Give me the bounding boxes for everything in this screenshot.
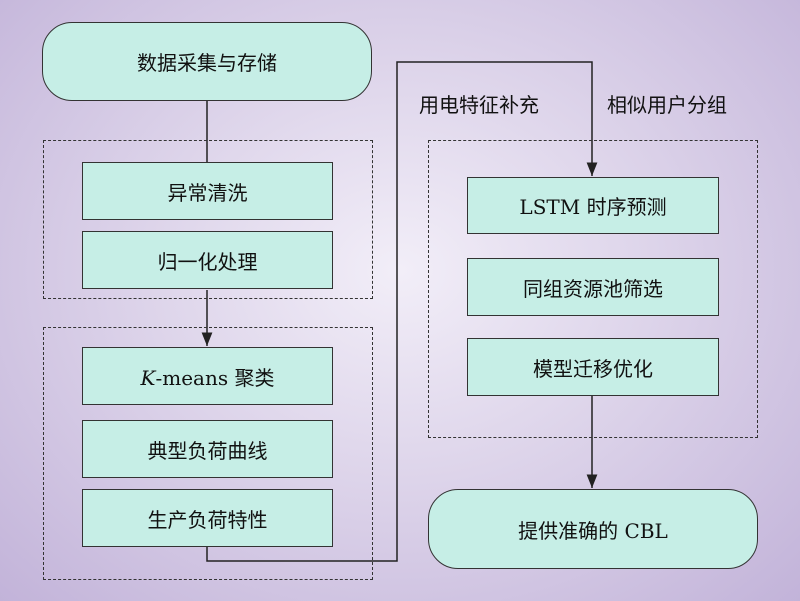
step-outlier-cleaning-label: 异常清洗	[167, 180, 248, 205]
step-kmeans-clustering: K-means 聚类	[82, 347, 333, 405]
end-node: 提供准确的 CBL	[428, 489, 758, 569]
transfer-group-box	[428, 140, 758, 438]
kmeans-rest: -means 聚类	[155, 365, 275, 390]
step-typical-load-curve: 典型负荷曲线	[82, 420, 333, 478]
step-lstm-forecast-label: LSTM 时序预测	[519, 195, 667, 219]
start-node-label: 数据采集与存储	[137, 51, 277, 75]
step-kmeans-label: K-means 聚类	[141, 362, 275, 391]
step-outlier-cleaning: 异常清洗	[82, 162, 333, 220]
connector-clustering-to-transfer	[206, 61, 598, 562]
step-normalization-label: 归一化处理	[157, 249, 258, 274]
edge-label-similar-user-grouping: 相似用户分组	[607, 93, 727, 117]
start-node: 数据采集与存储	[42, 22, 372, 101]
step-normalization: 归一化处理	[82, 231, 333, 289]
end-node-label: 提供准确的 CBL	[518, 518, 668, 543]
step-resource-pool-screening: 同组资源池筛选	[467, 258, 719, 316]
clustering-group-box	[43, 327, 373, 580]
edge-label-feature-supplement: 用电特征补充	[419, 93, 539, 117]
preprocess-group-box	[43, 140, 373, 299]
step-production-load-characteristics: 生产负荷特性	[82, 489, 333, 547]
step-typical-load-curve-label: 典型负荷曲线	[147, 438, 268, 463]
kmeans-k: K	[140, 365, 156, 390]
step-model-transfer-label: 模型迁移优化	[533, 356, 653, 381]
step-production-load-label: 生产负荷特性	[147, 507, 268, 532]
step-lstm-forecast: LSTM 时序预测	[467, 177, 719, 234]
step-model-transfer-optimization: 模型迁移优化	[467, 338, 719, 396]
step-resource-pool-label: 同组资源池筛选	[523, 276, 663, 301]
